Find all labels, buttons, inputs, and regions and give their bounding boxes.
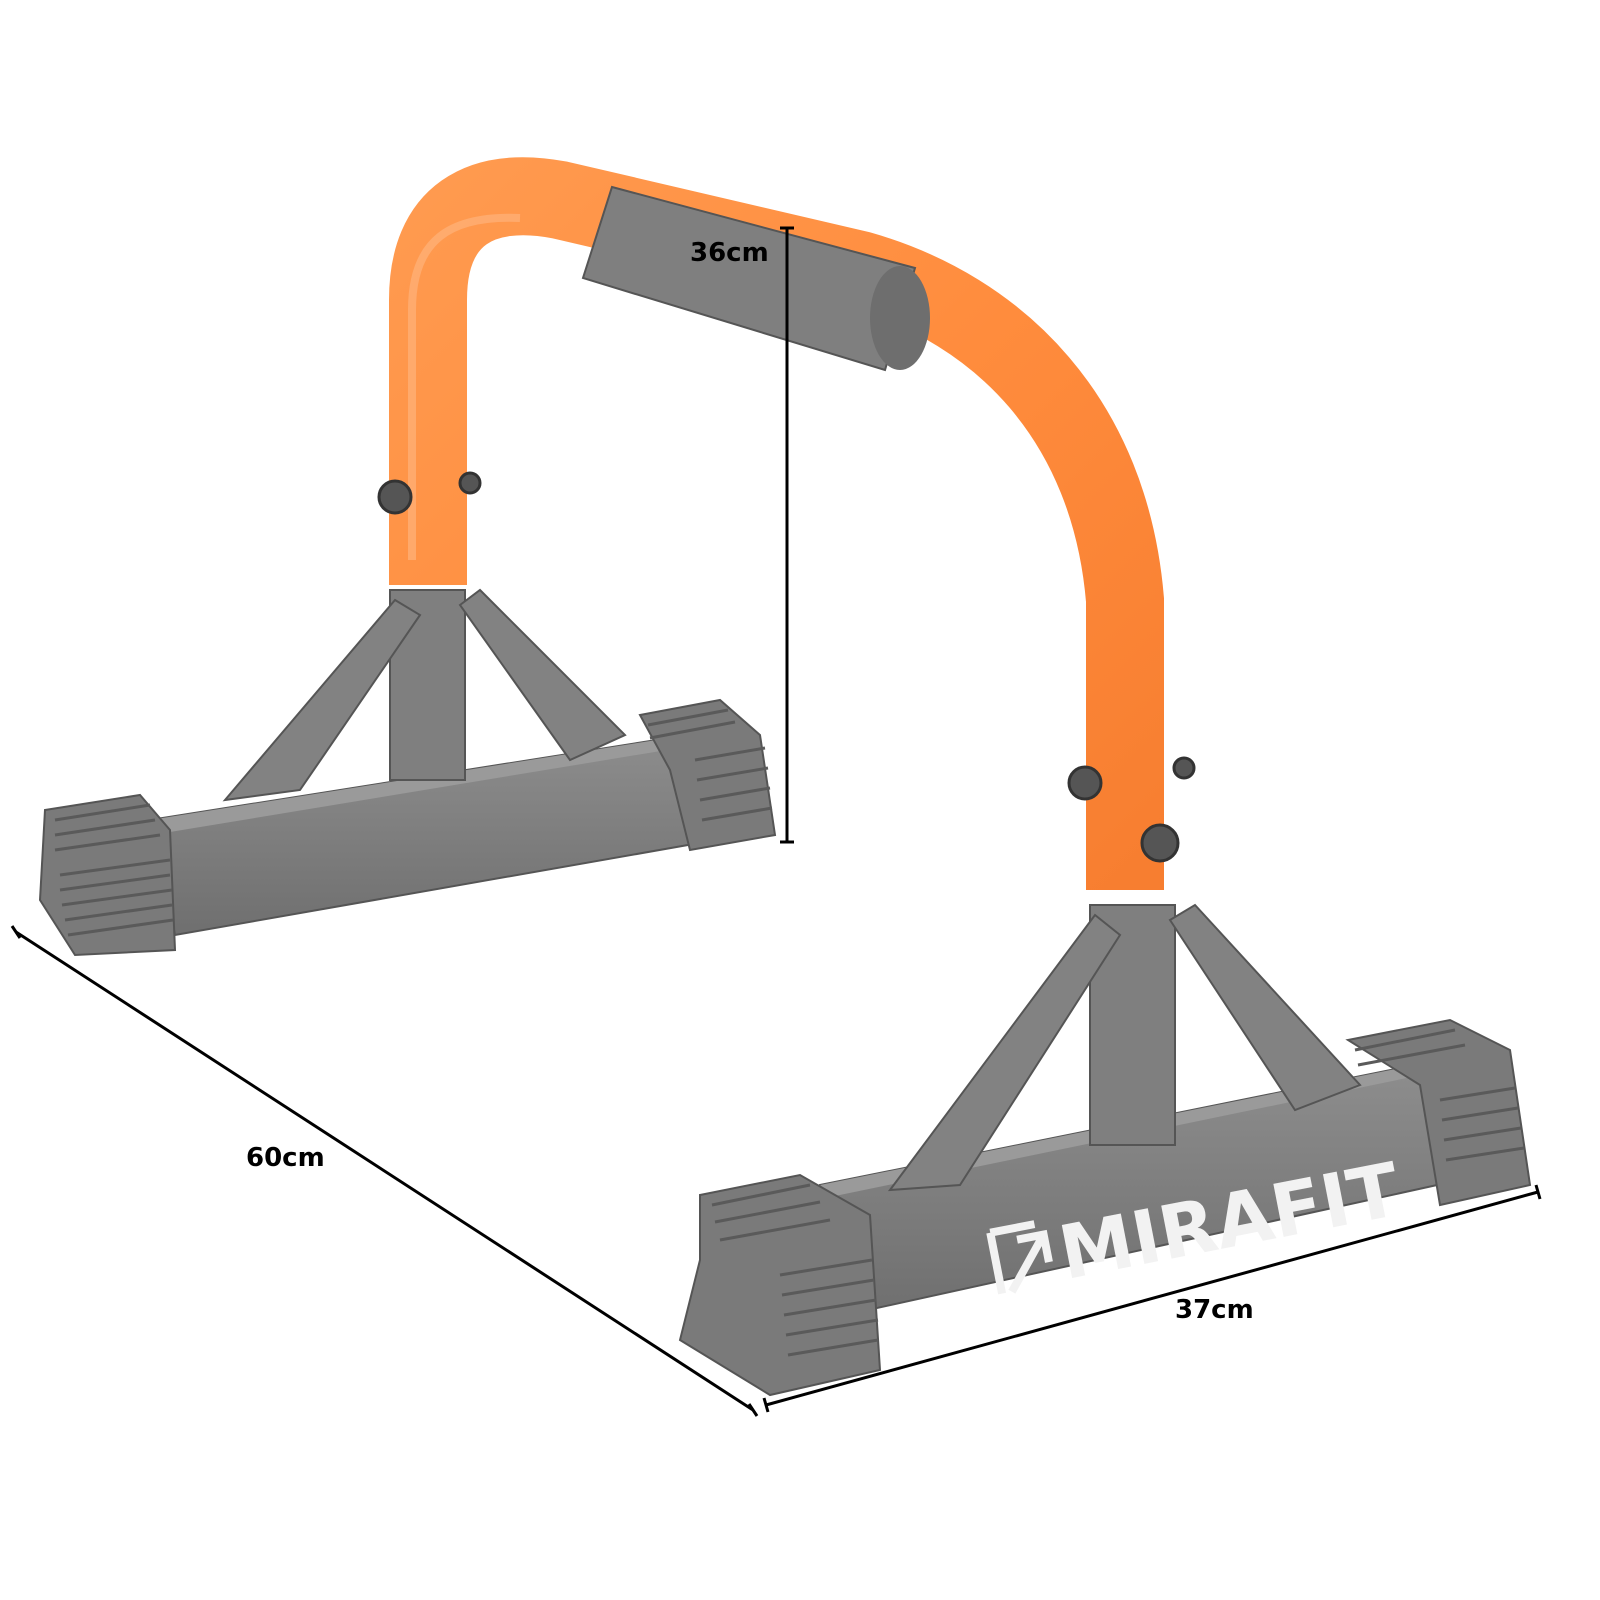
front-stand [887,903,1362,1192]
back-right-foot [638,698,777,852]
length-label: 60cm [246,1143,325,1173]
foam-grip [581,185,930,372]
length-dimension-line [15,930,754,1412]
front-base: MIRAFIT [678,903,1532,1397]
front-left-foot [678,1173,882,1397]
frame-bolts [377,471,1196,863]
width-dimension-line [765,1190,1539,1407]
back-left-foot [38,793,177,957]
width-label: 37cm [1175,1295,1254,1325]
back-base [38,588,777,957]
logo-arrow-icon [986,1220,1053,1295]
dimension-lines [10,226,1542,1417]
front-right-foot [1345,1018,1532,1207]
frame-tube-highlight [408,213,521,560]
height-label: 36cm [690,238,769,268]
back-stand [222,588,627,802]
